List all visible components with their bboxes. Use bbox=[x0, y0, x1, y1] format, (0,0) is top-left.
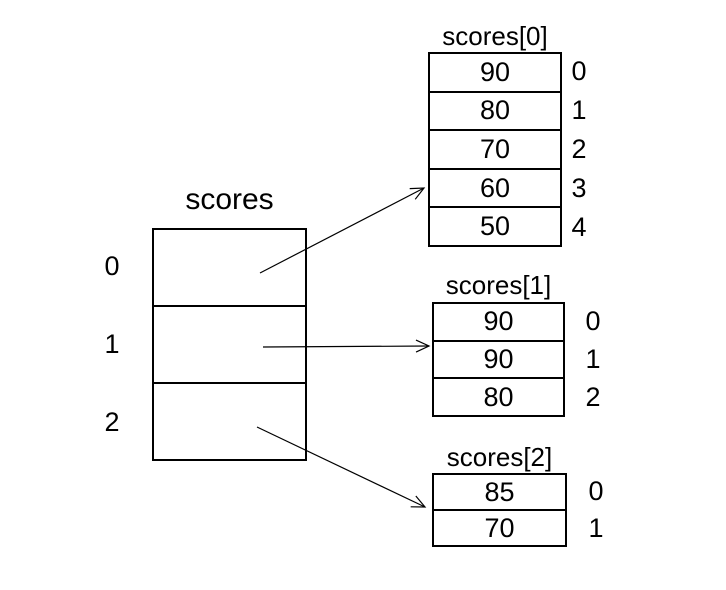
value-cell: 90 bbox=[434, 304, 563, 342]
scores0-title: scores[0] bbox=[442, 21, 548, 51]
value-cell: 80 bbox=[483, 381, 514, 412]
main-array-cell-1 bbox=[154, 307, 305, 384]
value-cell: 70 bbox=[430, 131, 560, 170]
main-index-label: 1 bbox=[104, 329, 120, 359]
value-cell: 90 bbox=[430, 54, 560, 93]
scores2-index-column: 0 1 bbox=[578, 473, 614, 547]
main-array-title: scores bbox=[185, 183, 274, 216]
scores1-title: scores[1] bbox=[445, 270, 552, 300]
index-label: 4 bbox=[571, 212, 587, 242]
main-index-label: 2 bbox=[104, 406, 120, 437]
value-cell: 85 bbox=[434, 475, 565, 511]
index-label: 0 bbox=[571, 56, 587, 86]
scores1-index-column: 0 1 2 bbox=[575, 302, 611, 417]
main-array-box bbox=[152, 228, 307, 461]
scores0-table: 90 80 70 60 50 bbox=[428, 52, 562, 247]
main-array-cell-0 bbox=[154, 230, 305, 307]
index-label: 1 bbox=[571, 95, 587, 125]
value-cell: 80 bbox=[430, 93, 560, 132]
main-index-label: 0 bbox=[104, 251, 120, 282]
index-label: 2 bbox=[585, 382, 601, 413]
index-label: 0 bbox=[588, 476, 604, 506]
value-cell: 90 bbox=[434, 342, 563, 380]
scores0-index-column: 0 1 2 3 4 bbox=[561, 52, 597, 247]
main-array-cell-2 bbox=[154, 384, 305, 459]
index-label: 1 bbox=[585, 343, 601, 374]
value-cell: 60 bbox=[430, 170, 560, 209]
scores1-table: 90 90 80 bbox=[432, 302, 565, 417]
main-array-index-column: 0 1 2 bbox=[92, 228, 132, 461]
scores2-title: scores[2] bbox=[446, 442, 553, 472]
scores2-table: 85 70 bbox=[432, 473, 567, 547]
index-label: 0 bbox=[585, 305, 601, 336]
value-cell: 70 bbox=[484, 512, 515, 543]
index-label: 2 bbox=[571, 134, 587, 164]
value-cell: 50 bbox=[479, 211, 511, 242]
index-label: 3 bbox=[571, 173, 587, 203]
index-label: 1 bbox=[588, 513, 604, 543]
